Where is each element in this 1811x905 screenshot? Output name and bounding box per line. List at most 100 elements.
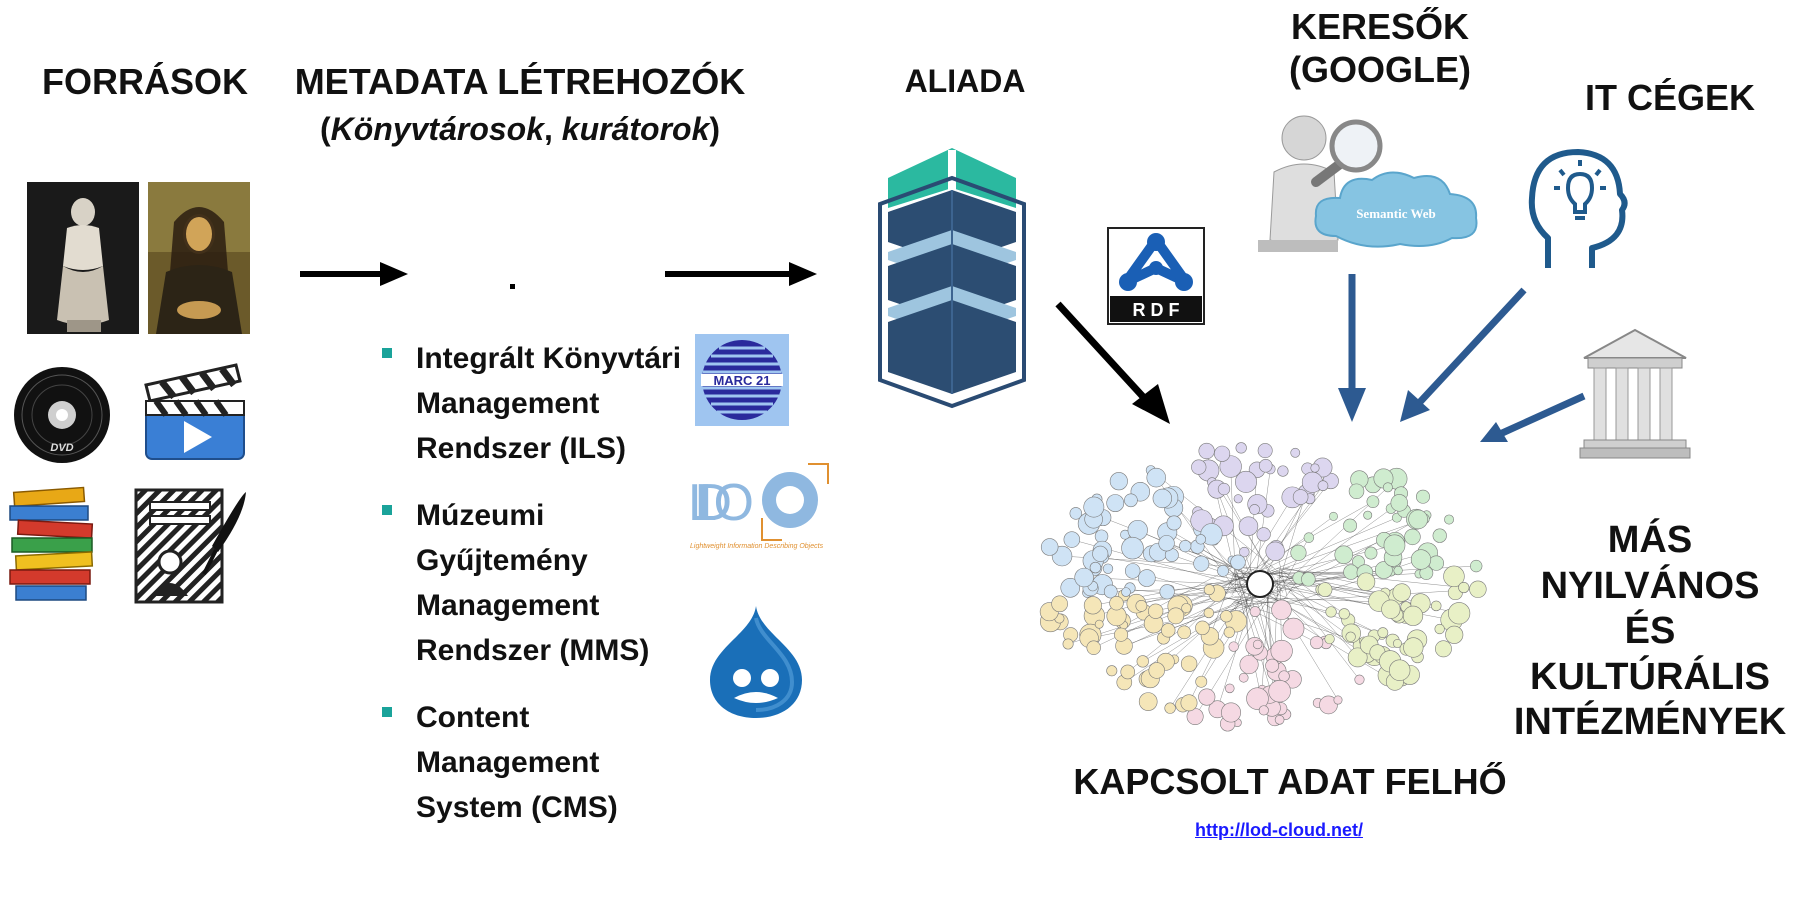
cloud-dataset-node bbox=[1167, 607, 1185, 625]
lod-cloud-link[interactable]: http://lod-cloud.net/ bbox=[1195, 820, 1363, 840]
clapperboard-icon bbox=[144, 363, 245, 460]
cloud-dataset-node bbox=[1390, 494, 1408, 512]
cloud-dataset-node bbox=[1148, 662, 1165, 679]
cloud-dataset-node bbox=[1343, 518, 1357, 533]
cloud-dataset-node bbox=[1282, 617, 1305, 640]
cloud-dataset-node bbox=[1164, 702, 1176, 714]
cloud-dataset-node bbox=[1403, 637, 1424, 658]
cloud-dataset-node bbox=[1334, 545, 1354, 565]
subtitle-librarians: Könyvtárosok bbox=[330, 111, 544, 147]
cloud-dataset-node bbox=[1404, 528, 1421, 546]
cloud-dataset-node bbox=[1354, 674, 1365, 685]
cloud-dataset-node bbox=[1203, 584, 1215, 596]
cloud-dataset-node bbox=[1159, 584, 1175, 600]
cloud-dataset-node bbox=[1225, 683, 1235, 694]
cloud-dataset-node bbox=[1430, 600, 1442, 612]
cloud-dataset-node bbox=[1392, 639, 1402, 649]
cloud-dataset-node bbox=[1258, 705, 1269, 716]
cloud-link-line bbox=[1256, 469, 1271, 570]
cloud-dataset-node bbox=[1089, 561, 1102, 574]
cloud-title: KAPCSOLT ADAT FELHŐ bbox=[1073, 761, 1507, 802]
cloud-dataset-node bbox=[1317, 480, 1329, 492]
dot-mark bbox=[510, 284, 515, 289]
cloud-dataset-node bbox=[1416, 489, 1430, 504]
cloud-dataset-node bbox=[1221, 702, 1241, 723]
cloud-dataset-node bbox=[1402, 605, 1424, 626]
cloud-dataset-node bbox=[1152, 488, 1173, 509]
cloud-link-line bbox=[1279, 575, 1360, 680]
lido-logo: LIDO Lightweight Information Describing … bbox=[688, 463, 829, 550]
svg-text:Semantic Web: Semantic Web bbox=[1356, 206, 1436, 221]
cloud-link-line bbox=[1167, 532, 1252, 584]
cloud-dataset-node bbox=[1109, 472, 1128, 491]
cloud-dataset-node bbox=[1062, 638, 1074, 650]
cloud-dataset-node bbox=[1338, 608, 1350, 620]
bullet-square-icon bbox=[382, 505, 392, 515]
cloud-dataset-node bbox=[1366, 495, 1380, 509]
cloud-dataset-node bbox=[1432, 528, 1447, 543]
cloud-dataset-node bbox=[1290, 544, 1307, 561]
cloud-dataset-node bbox=[1103, 584, 1118, 599]
cloud-dataset-node bbox=[1345, 631, 1356, 642]
cloud-dataset-node bbox=[1265, 541, 1285, 562]
mona-lisa-image bbox=[148, 182, 250, 334]
header-public-institutions: MÁS NYILVÁNOS ÉS KULTÚRÁLIS INTÉZMÉNYEK bbox=[1513, 519, 1787, 744]
cloud-link-line bbox=[1217, 575, 1261, 710]
cloud-dataset-node bbox=[1106, 494, 1125, 512]
header-search-line2: (GOOGLE) bbox=[1289, 49, 1471, 91]
cloud-dataset-node bbox=[1470, 559, 1483, 573]
cloud-link-line bbox=[1231, 497, 1293, 596]
cloud-dataset-node bbox=[1074, 567, 1094, 588]
cloud-dataset-node bbox=[1198, 688, 1216, 706]
cloud-dataset-node bbox=[1445, 625, 1464, 644]
cloud-dataset-node bbox=[1274, 715, 1285, 725]
cloud-dataset-node bbox=[1228, 641, 1239, 652]
cloud-dataset-node bbox=[1124, 493, 1138, 508]
svg-text:R D F: R D F bbox=[1133, 300, 1180, 320]
cloud-dataset-node bbox=[1319, 695, 1338, 715]
cloud-dataset-node bbox=[1271, 599, 1292, 621]
cloud-dataset-node bbox=[1063, 531, 1081, 548]
cloud-link-line bbox=[1171, 554, 1251, 582]
cloud-dataset-node bbox=[1238, 672, 1249, 683]
cloud-dataset-node bbox=[1389, 659, 1411, 681]
cloud-link-line bbox=[1254, 580, 1283, 612]
cloud-dataset-node bbox=[1347, 647, 1368, 668]
cloud-dataset-node bbox=[1040, 538, 1059, 556]
cloud-dataset-node bbox=[1102, 563, 1114, 574]
writer-document-icon bbox=[134, 488, 246, 604]
cloud-dataset-node bbox=[1270, 639, 1293, 663]
cloud-link-line bbox=[1283, 567, 1402, 593]
cloud-dataset-node bbox=[1195, 620, 1210, 636]
cloud-dataset-node bbox=[1458, 581, 1470, 594]
cloud-dataset-node bbox=[1179, 540, 1192, 553]
cloud-dataset-node bbox=[1203, 607, 1215, 619]
cloud-link-line bbox=[1102, 517, 1247, 574]
cloud-dataset-node bbox=[1233, 494, 1243, 504]
cloud-dataset-node bbox=[1444, 514, 1454, 525]
dvd-icon: DVD bbox=[14, 367, 110, 463]
cloud-dataset-node bbox=[1217, 482, 1231, 496]
cloud-dataset-node bbox=[1383, 534, 1406, 557]
cloud-dataset-node bbox=[1239, 546, 1250, 558]
cloud-link-line bbox=[1261, 575, 1393, 641]
cloud-link-line bbox=[1280, 492, 1307, 578]
cloud-dataset-node bbox=[1161, 623, 1176, 638]
cloud-dataset-node bbox=[1310, 635, 1324, 650]
cloud-dataset-node bbox=[1193, 555, 1210, 572]
cloud-link-line bbox=[1245, 596, 1250, 665]
cloud-dataset-node bbox=[1148, 603, 1164, 619]
cloud-dataset-node bbox=[1392, 583, 1411, 602]
cloud-link-line bbox=[1261, 592, 1269, 690]
header-search-engines: KERESŐK (GOOGLE) bbox=[1260, 5, 1500, 91]
header-it-companies: IT CÉGEK bbox=[1584, 77, 1755, 118]
cloud-dataset-node bbox=[1310, 463, 1320, 473]
cloud-dataset-node bbox=[1083, 496, 1105, 518]
cloud-dataset-node bbox=[1265, 658, 1280, 673]
cloud-link-line bbox=[1184, 572, 1245, 633]
cloud-dataset-node bbox=[1377, 627, 1389, 639]
cloud-dataset-node bbox=[1138, 692, 1158, 711]
cloud-dataset-node bbox=[1214, 445, 1231, 462]
semantic-web-cloud: Semantic Web bbox=[1314, 171, 1478, 248]
cloud-dataset-node bbox=[1447, 602, 1471, 625]
